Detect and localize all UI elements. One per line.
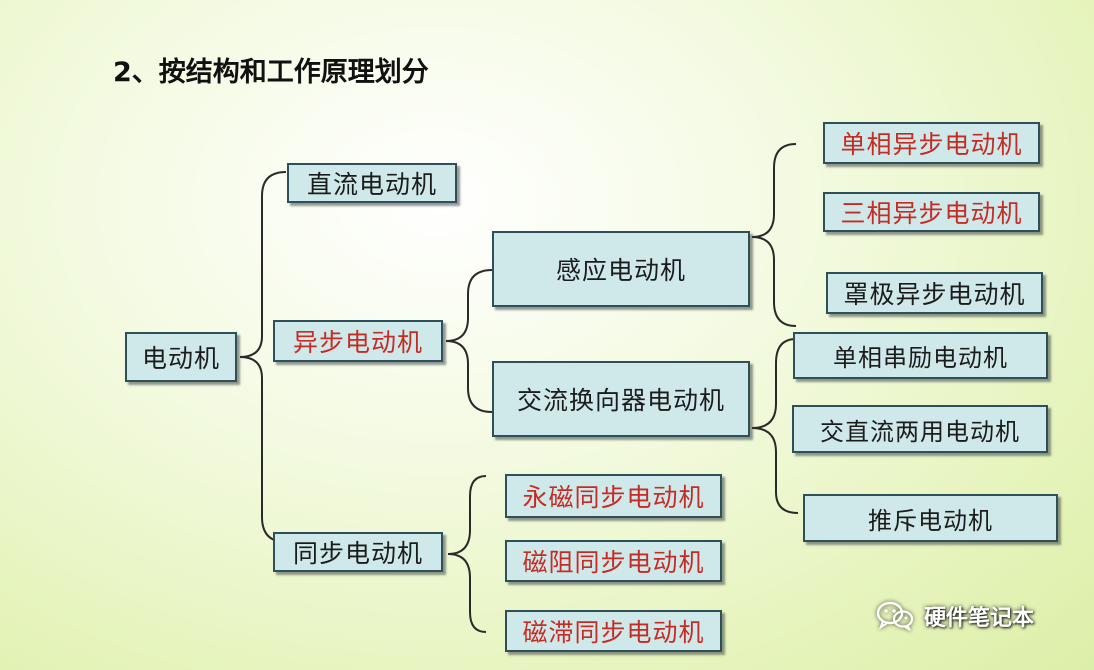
node-dc-motor: 直流电动机: [287, 163, 457, 203]
brace-async: [445, 269, 493, 413]
node-induction-motor: 感应电动机: [492, 231, 750, 307]
node-sync-motor: 同步电动机: [273, 532, 443, 572]
watermark: 硬件笔记本: [876, 600, 1034, 632]
node-shaded-pole-async-motor: 罩极异步电动机: [826, 272, 1043, 314]
brace-sync: [447, 475, 487, 633]
node-single-phase-series-motor: 单相串励电动机: [793, 332, 1048, 379]
page-title: 2、按结构和工作原理划分: [113, 57, 429, 88]
watermark-text: 硬件笔记本: [924, 606, 1035, 631]
node-repulsion-motor: 推斥电动机: [803, 494, 1058, 542]
node-motor-root: 电动机: [125, 332, 237, 382]
brace-root: [239, 171, 287, 543]
brace-ac-commutator: [751, 338, 799, 514]
node-ac-commutator-motor: 交流换向器电动机: [492, 361, 750, 437]
node-universal-motor: 交直流两用电动机: [792, 405, 1048, 453]
brace-induction: [751, 143, 797, 327]
wechat-icon: [876, 601, 914, 631]
node-hysteresis-sync-motor: 磁滞同步电动机: [505, 610, 722, 652]
node-async-motor: 异步电动机: [273, 320, 443, 362]
node-reluctance-sync-motor: 磁阻同步电动机: [505, 540, 722, 582]
node-three-phase-async-motor: 三相异步电动机: [823, 192, 1040, 232]
node-single-phase-async-motor: 单相异步电动机: [823, 122, 1040, 164]
node-pm-sync-motor: 永磁同步电动机: [505, 474, 722, 518]
